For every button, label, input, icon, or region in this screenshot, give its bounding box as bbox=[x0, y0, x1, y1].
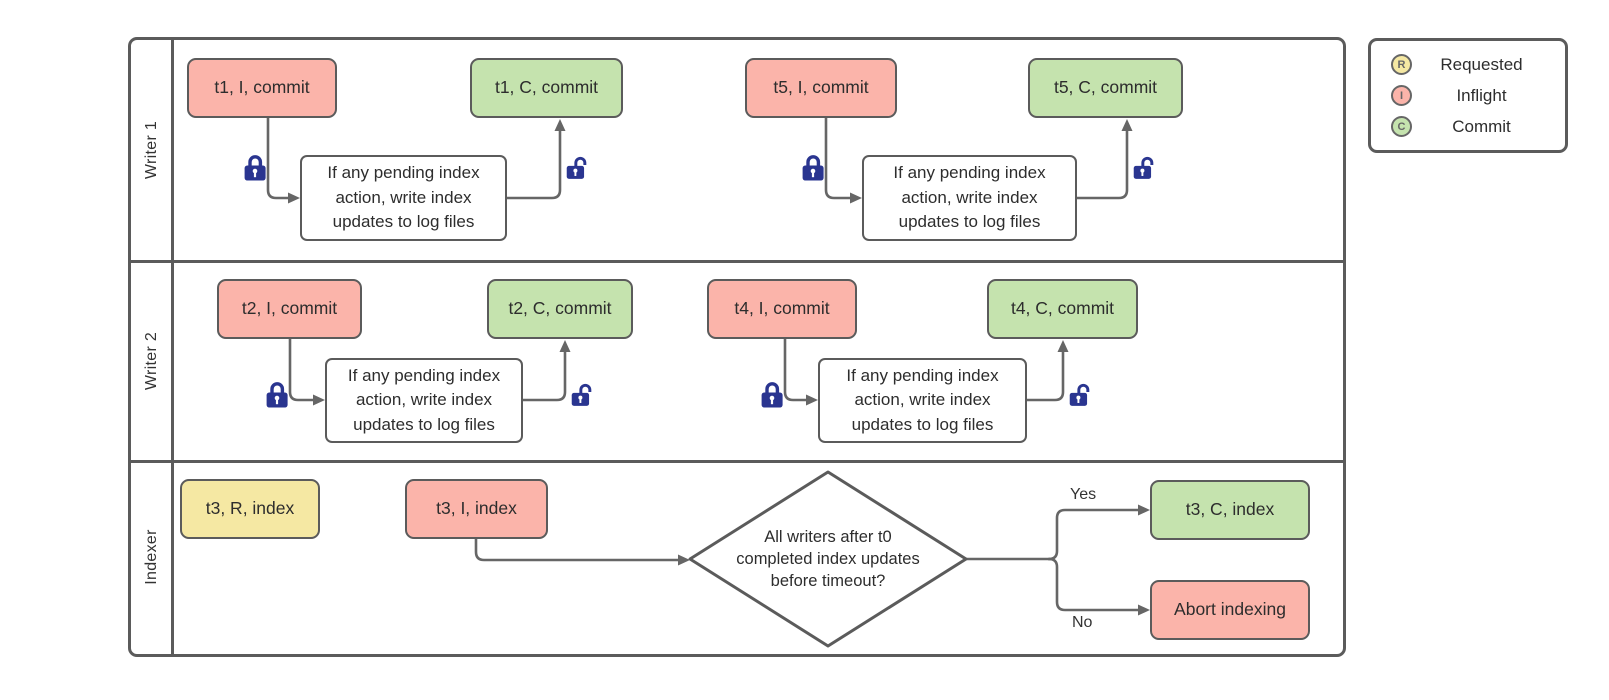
commit-status-icon: C bbox=[1391, 116, 1412, 137]
node-t4-inflight: t4, I, commit bbox=[707, 279, 857, 339]
decision-question: All writers after t0 completed index upd… bbox=[700, 526, 956, 592]
node-t4-process: If any pending index action, write index… bbox=[818, 358, 1027, 443]
lane-divider-2 bbox=[131, 460, 1343, 463]
connector-t4-inflight-to-process bbox=[783, 337, 818, 406]
lane-divider-1 bbox=[131, 260, 1343, 263]
decision-line-1: All writers after t0 bbox=[764, 528, 892, 546]
connector-t1-inflight-to-process bbox=[266, 116, 300, 204]
branch-label-yes: Yes bbox=[1070, 486, 1097, 503]
inflight-status-icon: I bbox=[1391, 85, 1412, 106]
node-abort-indexing: Abort indexing bbox=[1150, 580, 1310, 640]
closed-lock-icon bbox=[802, 155, 824, 181]
node-t3-requested: t3, R, index bbox=[180, 479, 320, 539]
decision-line-2: completed index updates bbox=[736, 550, 920, 569]
legend-item-requested: R Requested bbox=[1391, 52, 1551, 78]
node-t3-inflight: t3, I, index bbox=[405, 479, 548, 539]
decision-diamond bbox=[688, 470, 968, 648]
node-t5-process: If any pending index action, write index… bbox=[862, 155, 1077, 241]
node-t5-inflight: t5, I, commit bbox=[745, 58, 897, 118]
connector-t5-inflight-to-process bbox=[824, 116, 862, 204]
legend-label-inflight: Inflight bbox=[1456, 85, 1507, 105]
closed-lock-icon bbox=[244, 155, 266, 181]
open-lock-icon bbox=[1133, 156, 1154, 179]
node-t2-commit: t2, C, commit bbox=[487, 279, 633, 339]
legend-label-requested: Requested bbox=[1440, 54, 1523, 74]
connector-t2-inflight-to-process bbox=[288, 337, 325, 406]
branch-label-no: No bbox=[1072, 614, 1093, 631]
legend-item-inflight: I Inflight bbox=[1391, 83, 1551, 109]
open-lock-icon bbox=[571, 383, 592, 406]
node-t2-inflight: t2, I, commit bbox=[217, 279, 362, 339]
node-t1-process: If any pending index action, write index… bbox=[300, 155, 507, 241]
connector-branch-yes bbox=[1047, 504, 1150, 561]
closed-lock-icon bbox=[266, 382, 288, 408]
connector-t2-process-to-commit bbox=[521, 340, 571, 402]
connector-t3-inflight-to-decision bbox=[474, 537, 690, 566]
node-t2-process: If any pending index action, write index… bbox=[325, 358, 523, 443]
legend-item-commit: C Commit bbox=[1391, 114, 1551, 140]
decision-line-3: before timeout? bbox=[770, 572, 886, 591]
open-lock-icon bbox=[1069, 383, 1090, 406]
legend-label-commit: Commit bbox=[1452, 116, 1511, 136]
requested-status-icon: R bbox=[1391, 54, 1412, 75]
legend: R Requested I Inflight C Commit bbox=[1368, 38, 1568, 153]
connector-t1-process-to-commit bbox=[505, 119, 566, 200]
lane-header-column bbox=[131, 40, 174, 654]
node-t1-commit: t1, C, commit bbox=[470, 58, 623, 118]
node-t1-inflight: t1, I, commit bbox=[187, 58, 337, 118]
node-t5-commit: t5, C, commit bbox=[1028, 58, 1183, 118]
connector-branch-no bbox=[1047, 557, 1150, 616]
node-t3-commit: t3, C, index bbox=[1150, 480, 1310, 540]
node-t4-commit: t4, C, commit bbox=[987, 279, 1138, 339]
connector-t5-process-to-commit bbox=[1075, 119, 1133, 200]
closed-lock-icon bbox=[761, 382, 783, 408]
open-lock-icon bbox=[566, 156, 587, 179]
connector-t4-process-to-commit bbox=[1025, 340, 1069, 402]
